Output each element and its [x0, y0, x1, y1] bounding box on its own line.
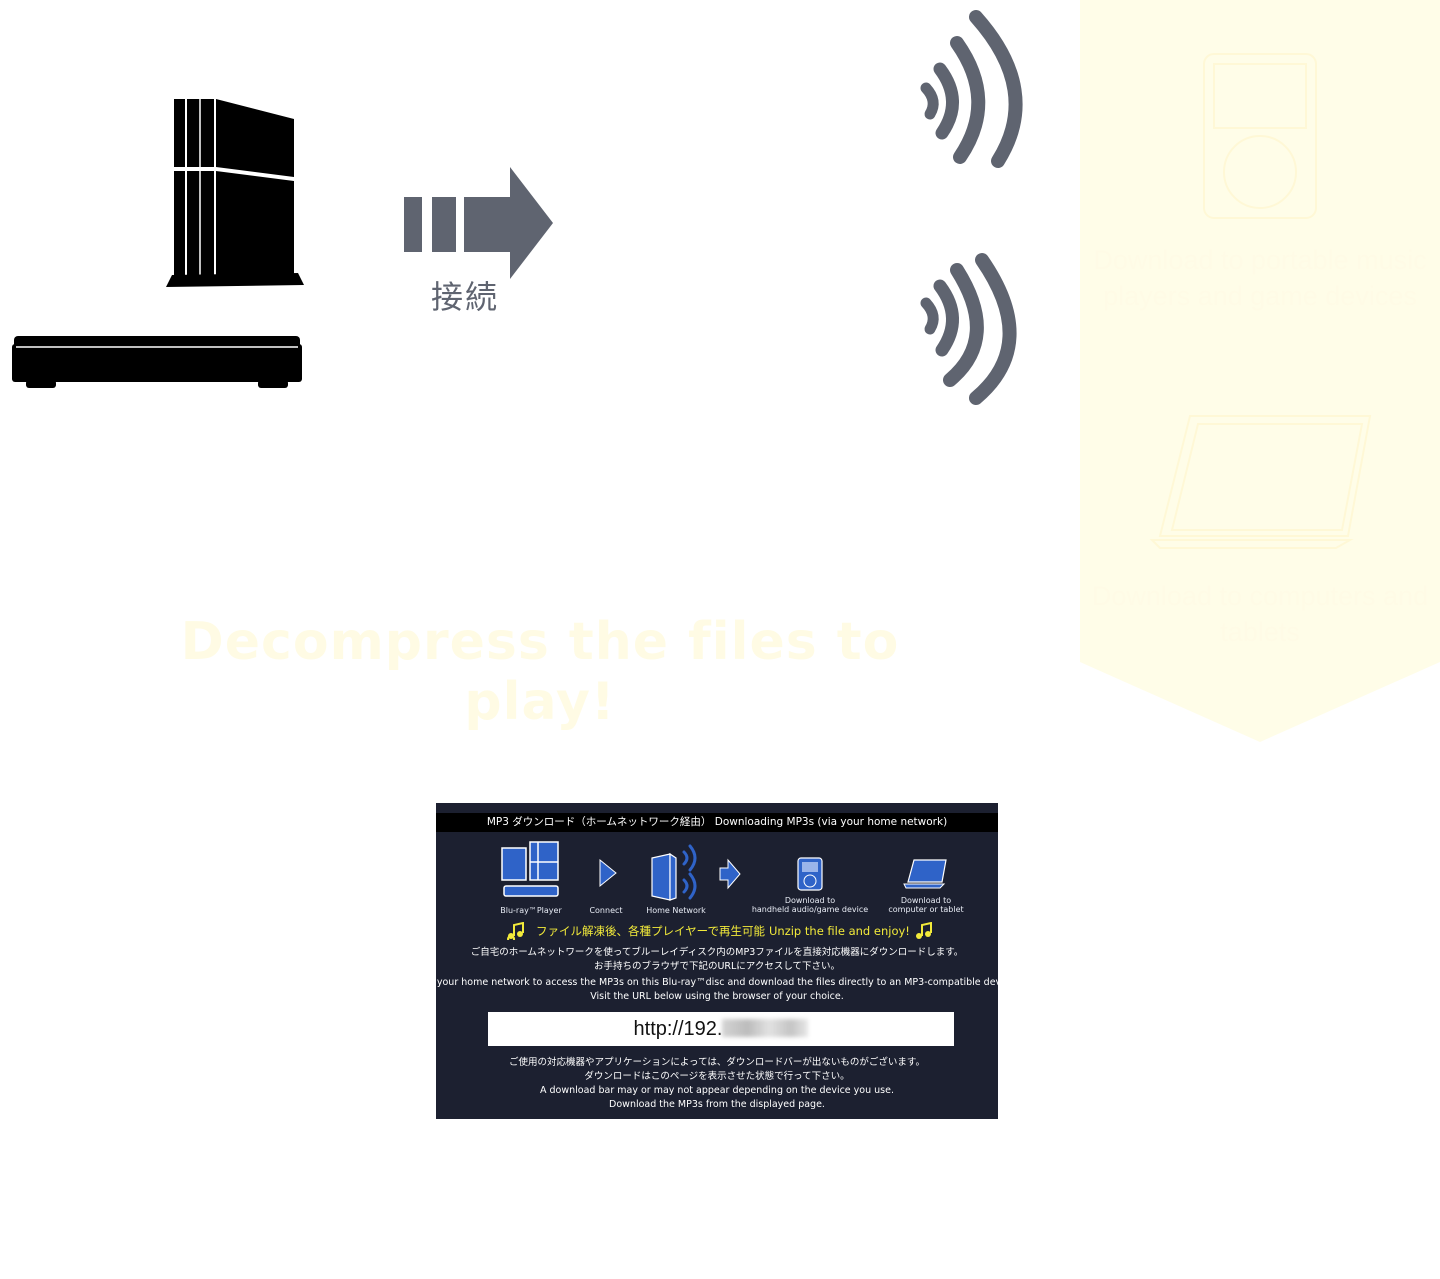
connect-arrow-icon — [404, 167, 553, 279]
music-note-icon — [507, 922, 524, 940]
step-handheld-label-1: Download to — [784, 896, 836, 905]
wifi-signal-icon-2 — [920, 253, 1017, 405]
menu-network-icon — [651, 844, 697, 901]
step-handheld-label-2: handheld audio/game device — [751, 905, 869, 914]
note-line-2: ダウンロードはこのページを表示させた状態で行って下さい。 — [584, 1071, 850, 1082]
step-computer-label-1: Download to — [900, 896, 952, 905]
menu-handheld-icon — [797, 857, 823, 891]
step-computer-label-2: computer or tablet — [888, 905, 964, 914]
instruction-line-2: お手持ちのブラウザで下記のURLにアクセスして下さい。 — [593, 961, 841, 972]
url-box: http://192. — [488, 1012, 954, 1046]
menu-computer-icon — [903, 859, 947, 889]
connect-label: 接続 — [430, 278, 499, 316]
menu-screenshot: MP3 ダウンロード（ホームネットワーク経由） Downloading MP3s… — [436, 803, 998, 1119]
menu-download-arrow-icon — [719, 858, 741, 890]
device-banner — [1080, 0, 1440, 742]
banner-portable-text: Download to portable music players and g… — [1093, 245, 1427, 311]
url-blurred-part — [722, 1019, 809, 1037]
instruction-line-4: Visit the URL below using the browser of… — [590, 991, 844, 1002]
enjoy-line: ファイル解凍後、各種プレイヤーで再生可能 Unzip the file and … — [436, 921, 998, 941]
url-text: http://192. — [633, 1018, 723, 1040]
note-line-1: ご使用の対応機器やアプリケーションによっては、ダウンロードバーが出ないものがござ… — [509, 1057, 925, 1068]
note-line-4: Download the MP3s from the displayed pag… — [609, 1099, 825, 1110]
menu-header: MP3 ダウンロード（ホームネットワーク経由） Downloading MP3s… — [436, 813, 998, 832]
blu-ray-player-icon — [12, 336, 302, 388]
step-player-label: Blu-ray™Player — [500, 906, 562, 915]
enjoy-text-en: Unzip the file and enjoy! — [769, 924, 910, 938]
game-console-icon — [166, 99, 304, 287]
instruction-line-3: Use your home network to access the MP3s… — [436, 977, 998, 988]
wifi-signal-icon — [920, 10, 1023, 168]
instruction-line-1: ご自宅のホームネットワークを使ってブルーレイディスク内のMP3ファイルを直接対応… — [470, 947, 964, 958]
banner-computer-text: Download to computers and tablets — [1091, 581, 1429, 647]
headline: Decompress the files to play! — [180, 612, 900, 732]
step-connect-label: Connect — [589, 906, 623, 915]
enjoy-text-jp: ファイル解凍後、各種プレイヤーで再生可能 — [536, 924, 765, 938]
note-line-3: A download bar may or may not appear dep… — [540, 1085, 894, 1096]
step-network-label: Home Network — [646, 906, 706, 915]
menu-player-icon — [501, 841, 559, 897]
menu-connect-arrow-icon — [599, 858, 617, 888]
music-note-icon-2 — [916, 922, 932, 939]
menu-flow: Blu-ray™Player Connect Home Network — [436, 838, 998, 918]
